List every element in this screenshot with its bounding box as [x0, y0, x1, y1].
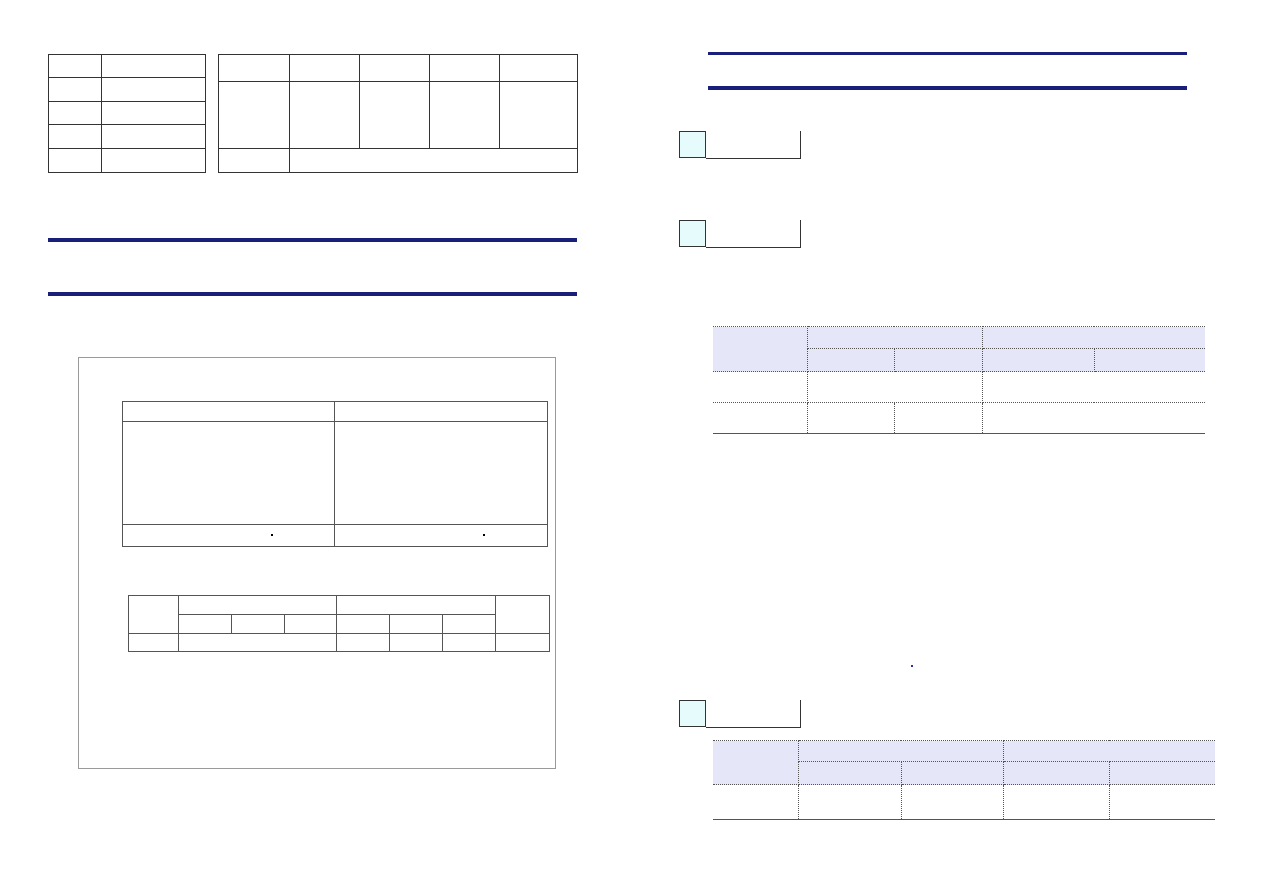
table-header-cell: [442, 614, 497, 634]
table-cell: [122, 524, 335, 547]
table-cell: [101, 148, 206, 173]
table-header-cell: [901, 761, 1004, 785]
info-table-small: [48, 54, 206, 173]
section-endline: [800, 700, 801, 728]
section-underline: [706, 247, 801, 248]
compare-table: [122, 401, 548, 547]
section-number-box: [679, 131, 706, 158]
table-header-cell: [807, 348, 895, 372]
table-header-cell: [334, 401, 548, 422]
data-table-a: [713, 326, 1205, 434]
page-heading: [48, 250, 577, 280]
table-header-cell: [982, 348, 1095, 372]
table-header-cell: [798, 740, 1004, 762]
table-cell: [894, 402, 983, 434]
table-cell: [713, 371, 808, 403]
table-cell: [101, 124, 206, 149]
dot-mark: [911, 665, 913, 667]
table-header-cell: [1003, 740, 1215, 762]
section-underline: [706, 727, 801, 728]
heading-rule-bottom: [708, 86, 1187, 90]
table-header-cell: [713, 740, 799, 785]
table-header-cell: [289, 54, 360, 82]
table-cell: [499, 81, 578, 149]
heading-rule-top: [708, 52, 1187, 55]
table-header-cell: [218, 54, 290, 82]
table-cell: [807, 402, 895, 434]
section-number-box: [679, 220, 706, 247]
table-header-cell: [1109, 761, 1215, 785]
table-header-cell: [283, 614, 338, 634]
section-endline: [800, 220, 801, 248]
table-cell: [713, 784, 799, 820]
table-header-cell: [1094, 348, 1205, 372]
table-cell: [289, 148, 578, 173]
table-cell: [798, 784, 902, 820]
section-underline: [706, 158, 801, 159]
table-cell: [48, 54, 102, 78]
table-cell: [901, 784, 1004, 820]
table-cell: [713, 402, 808, 434]
table-header-cell: [128, 595, 179, 634]
page-heading: [708, 60, 1187, 84]
table-cell: [48, 124, 102, 149]
content-frame: [78, 357, 556, 769]
table-cell: [128, 633, 179, 652]
dot-mark: [483, 534, 485, 536]
table-header-cell: [798, 761, 902, 785]
table-cell: [389, 633, 444, 652]
table-header-cell: [178, 614, 232, 634]
data-table-b: [713, 740, 1215, 820]
heading-rule-top: [48, 238, 577, 242]
table-cell: [982, 402, 1205, 434]
table-cell: [101, 77, 206, 102]
table-header-cell: [231, 614, 285, 634]
table-header-cell: [1003, 761, 1110, 785]
result-table: [128, 595, 551, 652]
table-header-cell: [336, 595, 497, 615]
table-header-cell: [429, 54, 500, 82]
table-header-cell: [177, 595, 338, 615]
table-header-cell: [359, 54, 430, 82]
table-header-cell: [982, 326, 1205, 349]
table-cell: [218, 148, 290, 173]
table-cell: [359, 81, 430, 149]
dot-mark: [271, 534, 273, 536]
table-cell: [218, 81, 290, 149]
table-cell: [101, 101, 206, 125]
section-marker: [679, 700, 802, 728]
table-cell: [336, 633, 391, 652]
section-number-box: [679, 700, 706, 727]
section-marker: [679, 220, 802, 248]
section-endline: [800, 131, 801, 159]
table-cell: [807, 371, 983, 403]
table-cell: [334, 524, 548, 547]
table-cell: [101, 54, 206, 78]
table-header-cell: [122, 401, 335, 422]
table-cell: [442, 633, 497, 652]
table-cell: [48, 148, 102, 173]
table-cell: [177, 633, 338, 652]
table-cell: [48, 101, 102, 125]
table-cell: [289, 81, 360, 149]
table-header-cell: [336, 614, 391, 634]
table-header-cell: [894, 348, 983, 372]
table-cell: [495, 633, 551, 652]
table-header-cell: [807, 326, 983, 349]
info-table-large: [218, 54, 578, 173]
table-header-cell: [499, 54, 578, 82]
section-marker: [679, 131, 802, 159]
table-cell: [122, 421, 335, 525]
table-cell: [429, 81, 500, 149]
table-cell: [48, 77, 102, 102]
table-header-cell: [389, 614, 444, 634]
table-cell: [982, 371, 1205, 403]
table-cell: [334, 421, 548, 525]
table-cell: [1109, 784, 1215, 820]
table-header-cell: [713, 326, 808, 372]
heading-rule-bottom: [48, 292, 577, 296]
table-cell: [1003, 784, 1110, 820]
table-header-cell: [495, 595, 551, 634]
